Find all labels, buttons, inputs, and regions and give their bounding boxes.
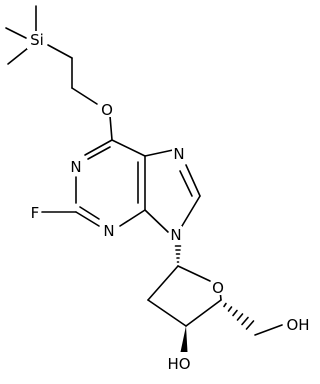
atom-labels: Si O N N N N F O OH HO <box>27 31 311 373</box>
bond-n7-c8 <box>185 164 201 197</box>
atom-f: F <box>31 204 40 222</box>
atom-n3: N <box>103 222 114 240</box>
hashed-bond-c4p-c5p <box>223 302 255 330</box>
bond-si-methyl-bottom <box>7 47 29 65</box>
bond-c2-n3 <box>75 211 100 227</box>
bond-ch2-o <box>71 87 98 105</box>
wedge-bond-c3p-oh <box>180 326 188 352</box>
bond-c3p-c4p <box>185 299 222 327</box>
bond-c1p-c2p <box>147 265 179 301</box>
bond-n3-c4 <box>119 209 146 227</box>
stereo-bonds <box>174 241 255 352</box>
bond-c6-n1 <box>84 139 113 156</box>
bond-c6-n1-inner <box>87 146 111 160</box>
bonds <box>5 5 283 336</box>
bond-c8-n9 <box>181 195 201 227</box>
bond-c2p-c3p <box>147 299 187 327</box>
bond-o-c6 <box>109 115 113 141</box>
bond-si-ch2 <box>47 44 73 59</box>
hashed-bond-c1p-n9 <box>174 241 182 263</box>
bond-n9-c4 <box>144 209 169 233</box>
bond-n7-c8-inner <box>179 170 193 197</box>
bond-c5-n7 <box>144 149 174 157</box>
atom-oh-primary: OH <box>286 316 309 334</box>
atom-n9: N <box>170 226 181 244</box>
atom-ho-secondary: HO <box>167 355 190 373</box>
atom-si: Si <box>30 31 44 49</box>
atom-n1: N <box>70 158 81 176</box>
bond-c5p-oh <box>254 324 283 336</box>
atom-o-ring: O <box>212 279 224 297</box>
atom-o-ether: O <box>101 101 113 119</box>
bond-c2-n3-inner <box>79 206 100 220</box>
atom-n7: N <box>173 145 184 163</box>
bond-si-methyl-left <box>5 27 27 39</box>
bond-c5-c6 <box>111 139 146 157</box>
bond-o4p-c1p <box>177 265 211 282</box>
